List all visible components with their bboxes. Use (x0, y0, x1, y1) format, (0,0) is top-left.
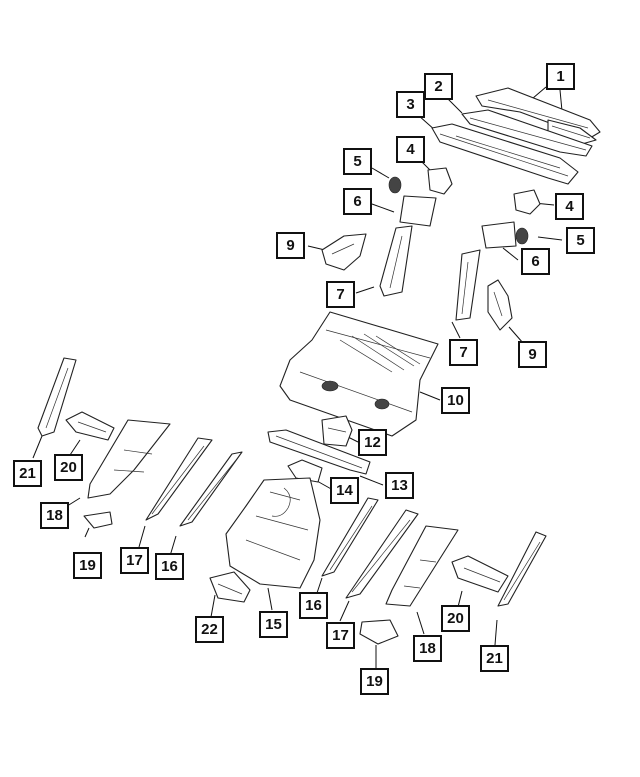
callout-2: 2 (424, 73, 453, 100)
callout-7-lower: 7 (449, 339, 478, 366)
callout-14: 14 (330, 477, 359, 504)
callout-19-left: 19 (73, 552, 102, 579)
part-6-plates (399, 195, 517, 249)
part-16-sills (179, 451, 379, 577)
callout-19-right: 19 (360, 668, 389, 695)
part-14-cover (287, 459, 323, 483)
callout-20-left: 20 (54, 454, 83, 481)
callout-5-upper: 5 (343, 148, 372, 175)
part-18-panels (87, 419, 459, 607)
callout-17-right: 17 (326, 622, 355, 649)
part-19-brackets (83, 511, 399, 645)
callout-4-lower: 4 (555, 193, 584, 220)
callout-3: 3 (396, 91, 425, 118)
callout-9-upper: 9 (276, 232, 305, 259)
part-20-brackets (65, 411, 509, 593)
part-9-brackets (321, 233, 513, 331)
part-5-grommets (388, 176, 529, 245)
part-1-rear-rail (475, 87, 601, 145)
leader-lines (32, 86, 563, 668)
part-7-rails (379, 225, 481, 321)
callout-15: 15 (259, 611, 288, 638)
callout-13: 13 (385, 472, 414, 499)
part-21-side-rails (37, 357, 547, 607)
callout-1: 1 (546, 63, 575, 90)
callout-4-upper: 4 (396, 136, 425, 163)
part-15-front-floor-pan (225, 477, 321, 589)
callout-22: 22 (195, 616, 224, 643)
callout-5-lower: 5 (566, 227, 595, 254)
part-22-bracket (209, 571, 251, 603)
callout-6-upper: 6 (343, 188, 372, 215)
callout-12: 12 (358, 429, 387, 456)
callout-21-left: 21 (13, 460, 42, 487)
part-10-rear-floor-pan (279, 311, 439, 437)
callout-16-left: 16 (155, 553, 184, 580)
part-13-crossmember (267, 429, 371, 475)
callout-9-lower: 9 (518, 341, 547, 368)
callout-20-right: 20 (441, 605, 470, 632)
part-2-3-crossmember (431, 109, 593, 185)
part-17-sills (145, 437, 419, 599)
part-4-brackets (427, 167, 541, 215)
callout-21-right: 21 (480, 645, 509, 672)
callout-6-lower: 6 (521, 248, 550, 275)
callout-16-right: 16 (299, 592, 328, 619)
callout-18-left: 18 (40, 502, 69, 529)
callout-17-left: 17 (120, 547, 149, 574)
part-12-bracket (321, 415, 353, 447)
callout-10: 10 (441, 387, 470, 414)
callout-18-right: 18 (413, 635, 442, 662)
callout-7-upper: 7 (326, 281, 355, 308)
